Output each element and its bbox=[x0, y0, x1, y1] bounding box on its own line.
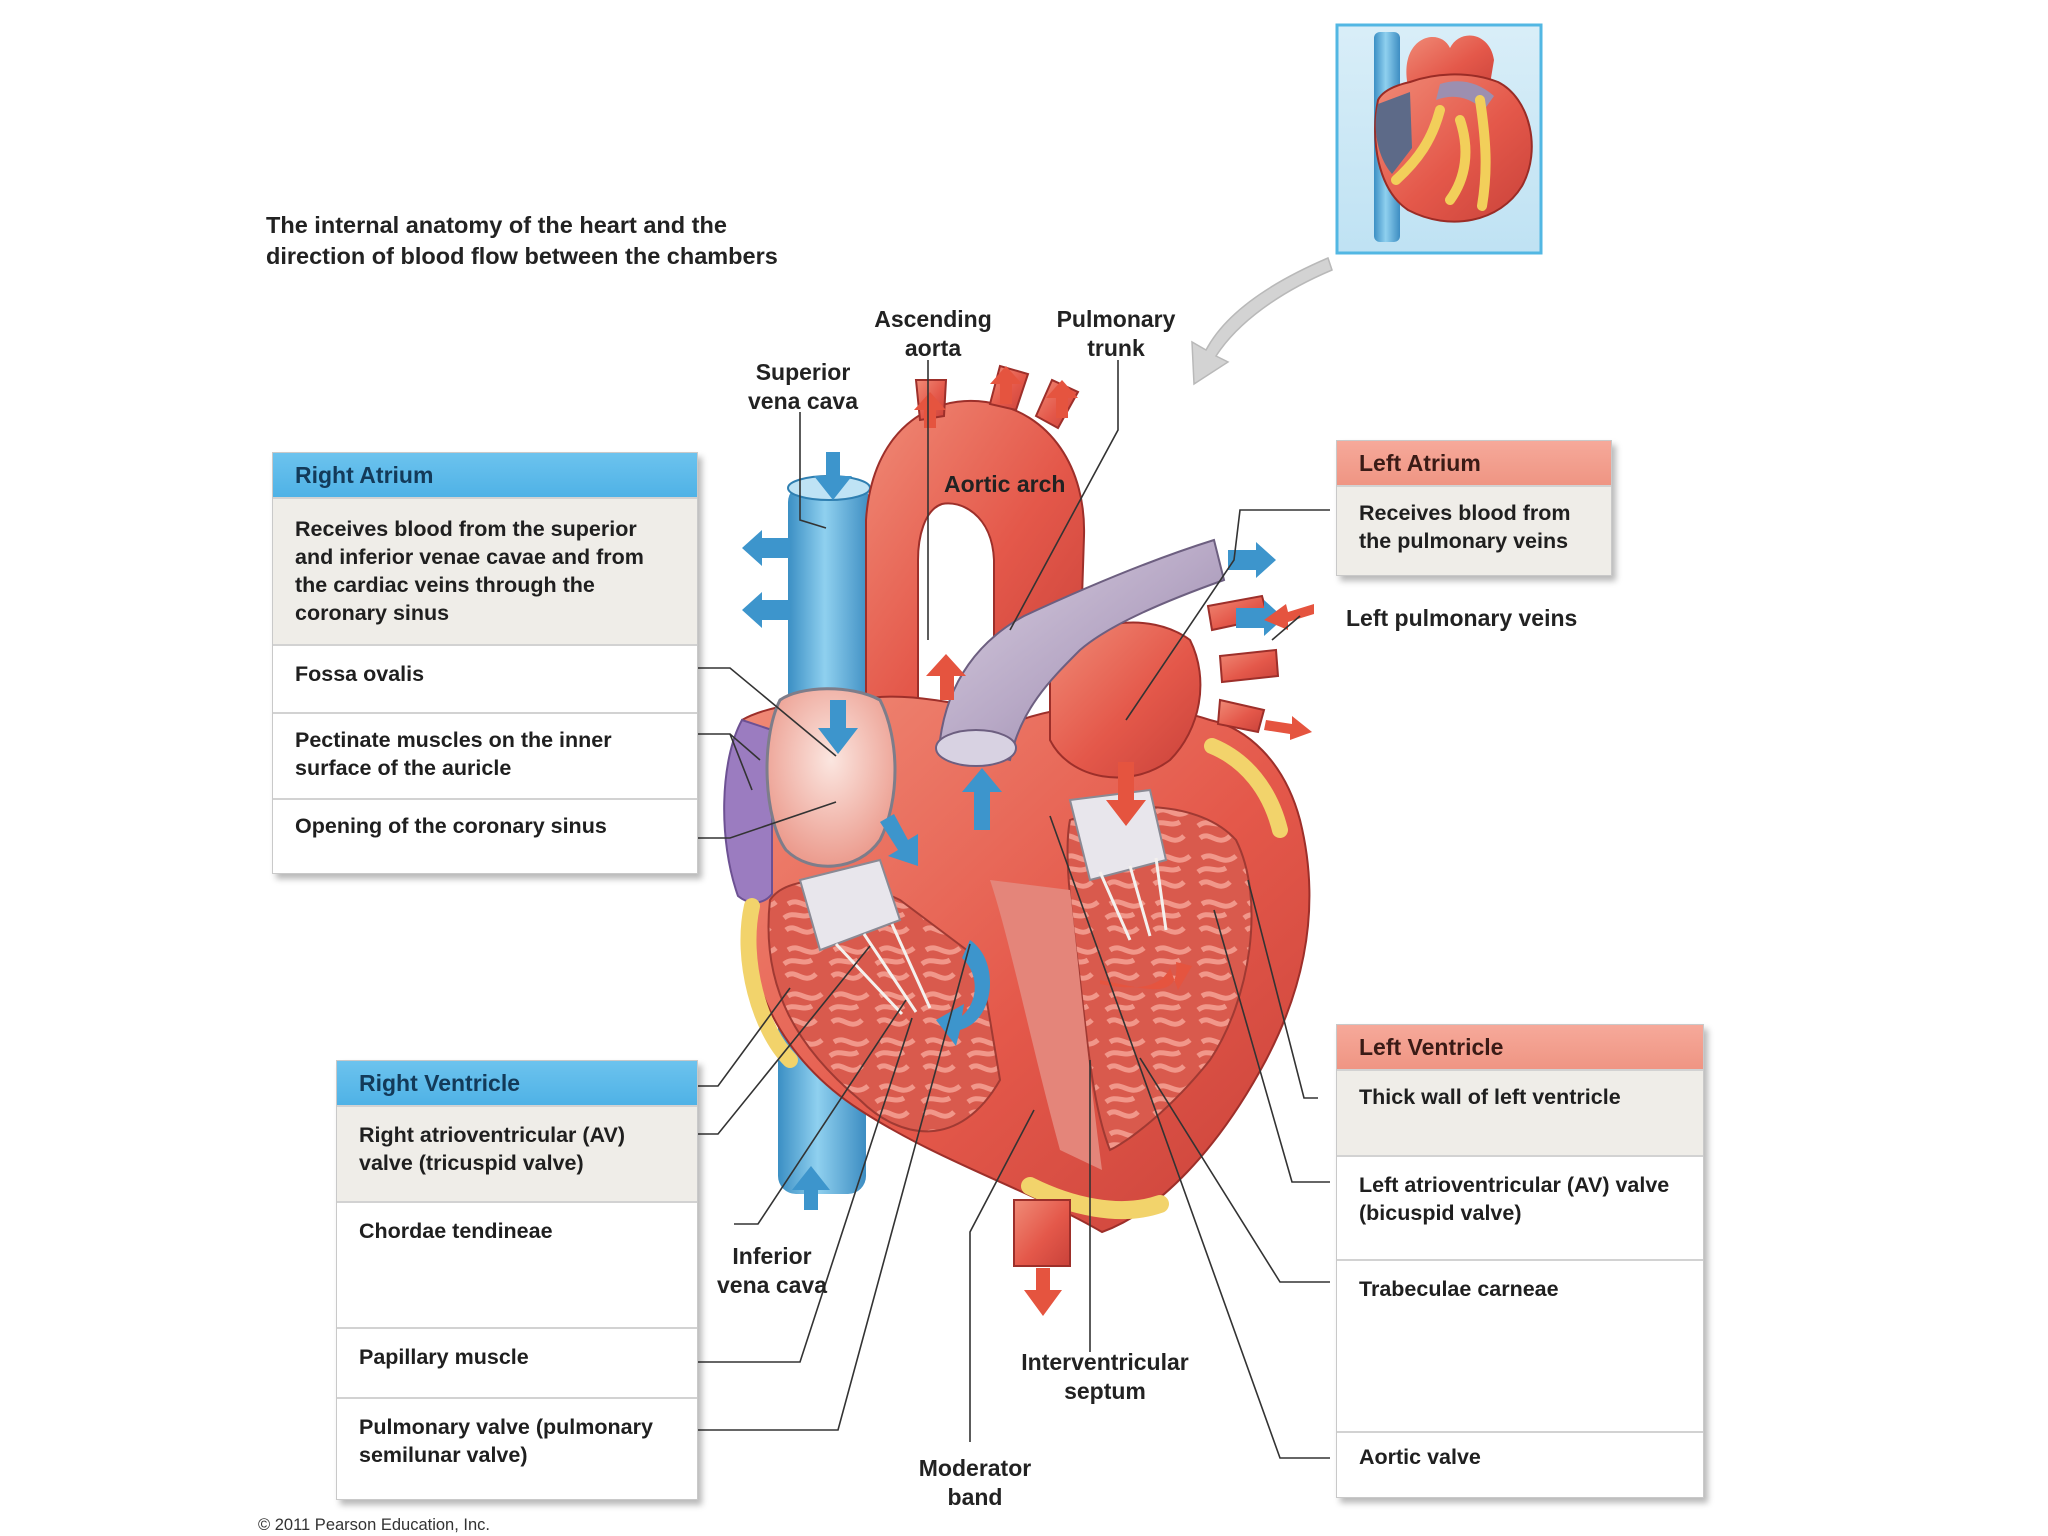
left-ventricle-item: Thick wall of left ventricle bbox=[1337, 1069, 1703, 1155]
label-interventricular-septum: Interventricular septum bbox=[1021, 1349, 1189, 1404]
figure-title: The internal anatomy of the heart and th… bbox=[266, 212, 778, 269]
label-left-pulmonary-veins: Left pulmonary veins bbox=[1346, 605, 1578, 631]
left-ventricle-header: Left Ventricle bbox=[1337, 1025, 1703, 1069]
right-ventricle-item: Chordae tendineae bbox=[337, 1201, 697, 1327]
label-inferior-vena-cava: Inferior vena cava bbox=[717, 1243, 827, 1298]
right-ventricle-item: Pulmonary valve (pulmonary semilunar val… bbox=[337, 1397, 697, 1499]
right-ventricle-item: Papillary muscle bbox=[337, 1327, 697, 1397]
left-atrium-box: Left Atrium Receives blood from the pulm… bbox=[1336, 440, 1612, 576]
right-atrium-item: Opening of the coronary sinus bbox=[273, 798, 697, 873]
right-ventricle-item: Right atrioventricular (AV) valve (tricu… bbox=[337, 1105, 697, 1201]
left-atrium-item: Receives blood from the pulmonary veins bbox=[1337, 485, 1611, 575]
right-ventricle-box: Right Ventricle Right atrioventricular (… bbox=[336, 1060, 698, 1500]
label-ascending-aorta: Ascending aorta bbox=[874, 306, 992, 361]
main-heart bbox=[723, 364, 1311, 1267]
right-atrium-box: Right Atrium Receives blood from the sup… bbox=[272, 452, 698, 874]
right-atrium-item: Pectinate muscles on the inner surface o… bbox=[273, 712, 697, 798]
copyright: © 2011 Pearson Education, Inc. bbox=[258, 1516, 490, 1534]
right-atrium-item: Fossa ovalis bbox=[273, 644, 697, 712]
leader-lines bbox=[694, 360, 1330, 1459]
gray-arrow-icon bbox=[1191, 256, 1333, 386]
left-atrium-header: Left Atrium bbox=[1337, 441, 1611, 485]
left-ventricle-item: Aortic valve bbox=[1337, 1431, 1703, 1497]
left-ventricle-item: Trabeculae carneae bbox=[1337, 1259, 1703, 1431]
label-superior-vena-cava: Superior vena cava bbox=[748, 359, 858, 414]
left-ventricle-item: Left atrioventricular (AV) valve (bicusp… bbox=[1337, 1155, 1703, 1259]
label-aortic-arch: Aortic arch bbox=[944, 471, 1066, 497]
right-atrium-item: Receives blood from the superior and inf… bbox=[273, 497, 697, 644]
label-pulmonary-trunk: Pulmonary trunk bbox=[1056, 306, 1176, 361]
left-ventricle-box: Left Ventricle Thick wall of left ventri… bbox=[1336, 1024, 1704, 1498]
label-moderator-band: Moderator band bbox=[918, 1455, 1032, 1510]
right-atrium-header: Right Atrium bbox=[273, 453, 697, 497]
right-ventricle-header: Right Ventricle bbox=[337, 1061, 697, 1105]
inset-heart bbox=[1335, 23, 1543, 255]
